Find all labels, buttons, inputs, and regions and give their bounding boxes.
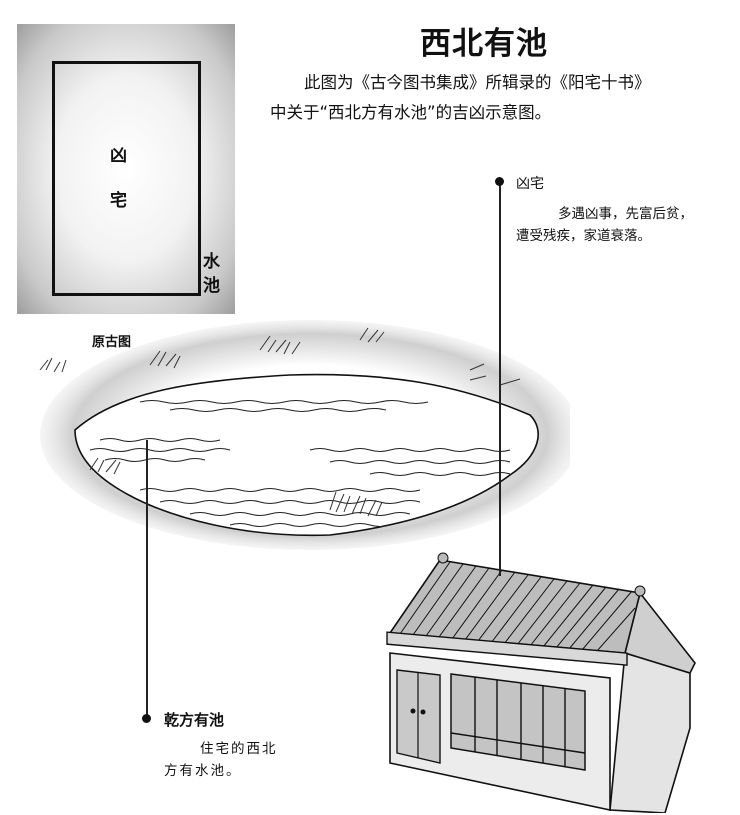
pond-callout-line-1: 住宅的西北 [200,741,278,757]
page-title: 西北有池 [420,26,548,62]
original-diagram-caption: 原古图 [92,335,132,350]
pond-callout-line-2: 方有水池。 [164,763,242,779]
house-callout-title: 凶宅 [516,176,544,192]
intro-line-2: 中关于“西北方有水池”的吉凶示意图。 [270,103,552,122]
pond-callout-leader-line [146,440,148,717]
pond-callout-dot [142,714,151,723]
house-callout-dot [495,177,504,186]
pond-callout-title: 乾方有池 [164,711,225,729]
pond-illustration [39,320,570,550]
original-diagram-house-outline [52,61,201,296]
original-pond-char-2: 池 [203,276,220,296]
house-callout-line-2: 遭受残疾，家道衰落。 [516,228,651,244]
house-callout-body: 多遇凶事，先富后贫， 遭受残疾，家道衰落。 [516,203,738,247]
intro-paragraph: 此图为《古今图书集成》所辑录的《阳宅十书》 中关于“西北方有水池”的吉凶示意图。 [270,68,730,128]
house-illustration [386,552,696,813]
intro-line-1: 此图为《古今图书集成》所辑录的《阳宅十书》 [304,73,651,92]
original-house-char-1: 凶 [110,146,127,166]
house-callout-leader-line [499,184,501,576]
pond-callout-body: 住宅的西北 方有水池。 [164,738,324,782]
original-pond-char-1: 水 [203,252,220,272]
original-house-char-2: 宅 [110,191,127,211]
house-callout-line-1: 多遇凶事，先富后贫， [558,206,693,222]
